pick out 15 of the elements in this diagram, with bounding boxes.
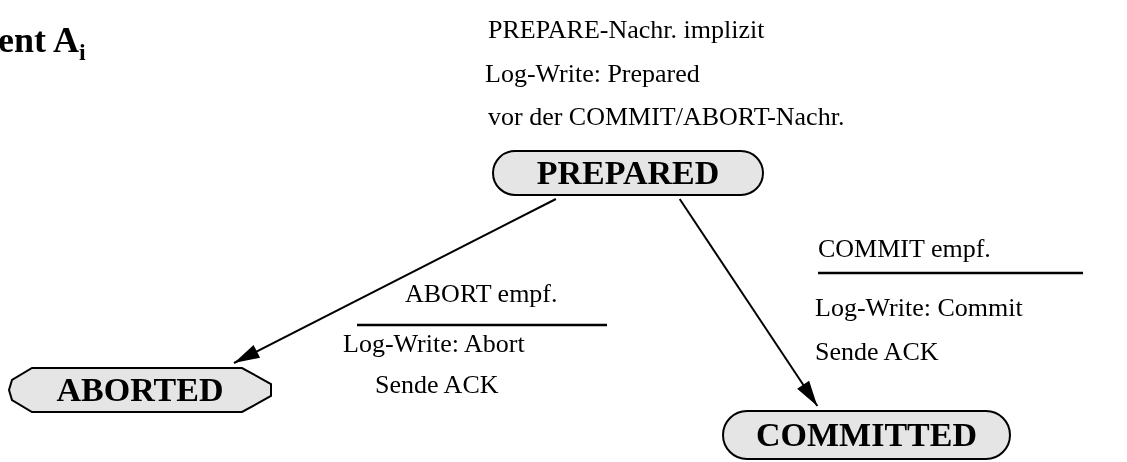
- action-text: Sende ACK: [815, 339, 939, 365]
- state-box: COMMITTED: [722, 410, 1011, 460]
- arrow: [678, 198, 819, 407]
- action-text: Sende ACK: [375, 372, 499, 398]
- state-note: vor der COMMIT/ABORT-Nachr.: [488, 104, 845, 130]
- title: ent A$_{i}$: [0, 22, 86, 65]
- state-box: ABORTED: [8, 367, 272, 413]
- action-text: Log-Write: Commit: [815, 295, 1023, 321]
- arrow: [233, 198, 557, 364]
- state-note: PREPARE-Nachr. implizit: [488, 17, 765, 43]
- edge-label: ABORT empf.: [405, 281, 558, 307]
- state-note: Log-Write: Prepared: [485, 61, 700, 87]
- action-text: Log-Write: Abort: [343, 331, 525, 357]
- state-box: PREPARED: [492, 150, 764, 196]
- edge-label: COMMIT empf.: [818, 236, 991, 262]
